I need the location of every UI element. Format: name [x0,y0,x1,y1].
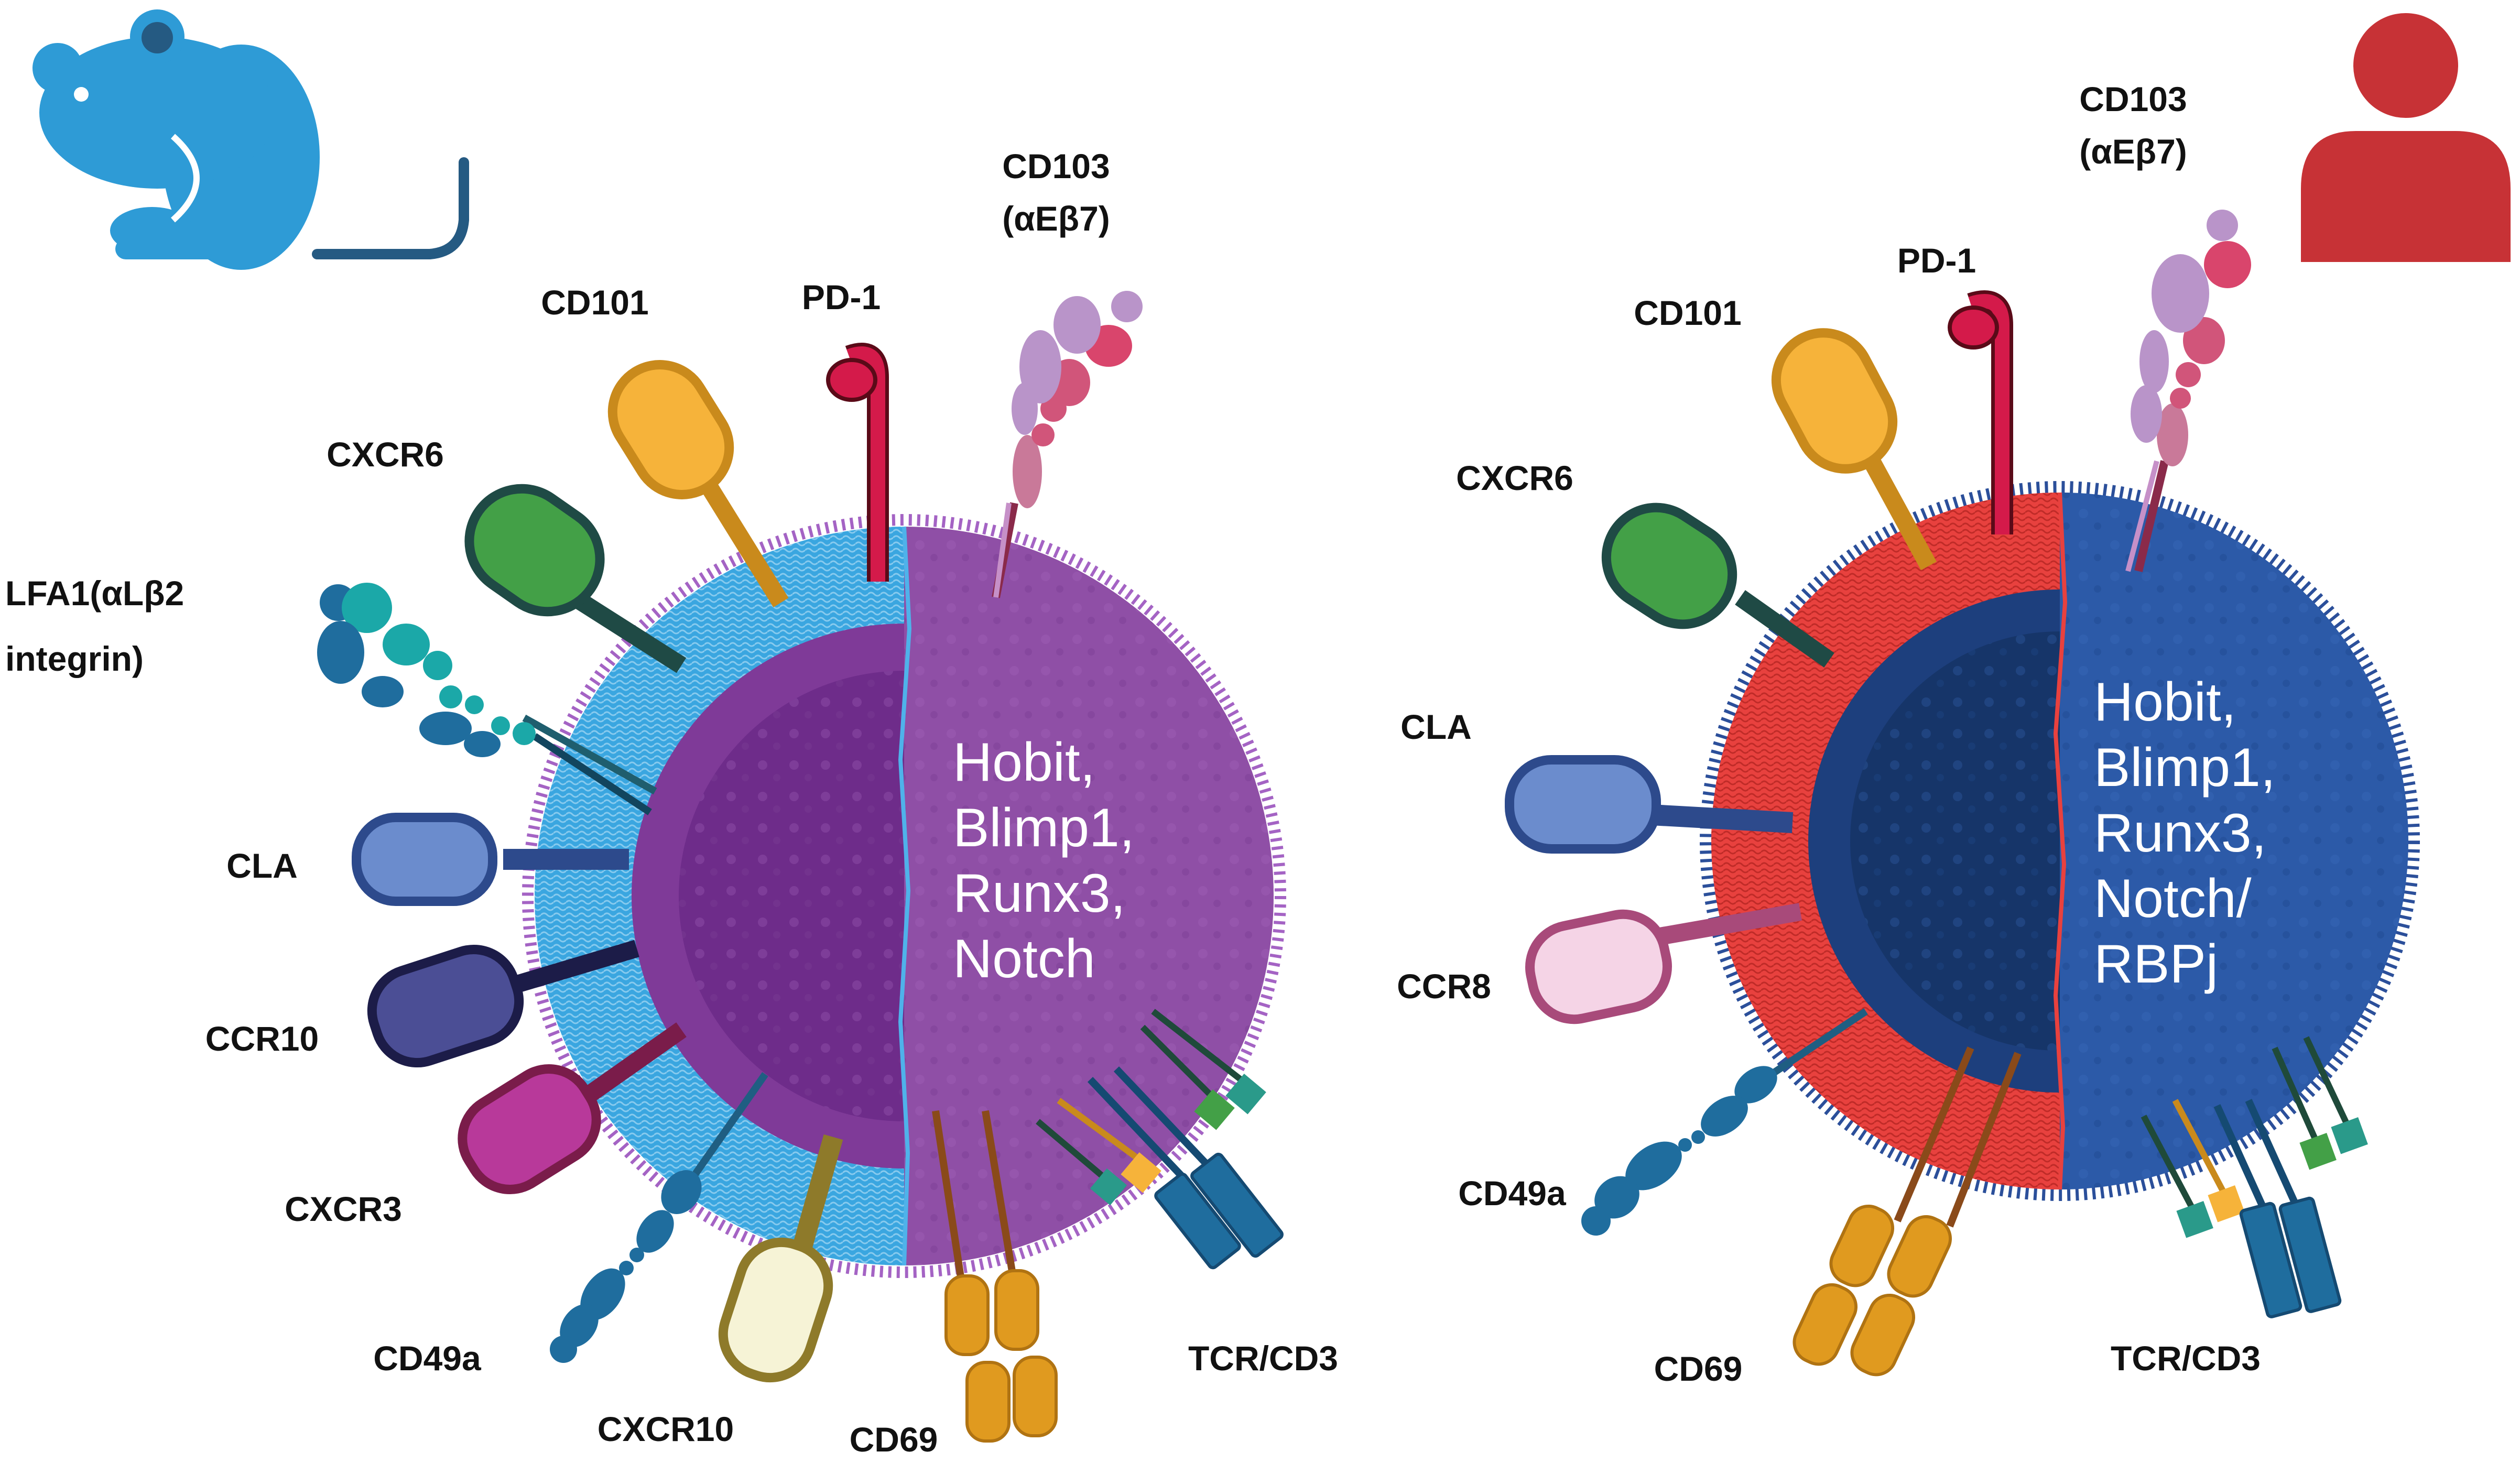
label-cxcr3-mouse: CXCR3 [285,1189,402,1228]
label-tcr-mouse: TCR/CD3 [1188,1339,1338,1378]
cd49a-receptor-mouse [550,1072,768,1363]
person-icon [2301,13,2511,262]
cd49a-receptor-human [1581,1008,1868,1236]
label-ccr10-mouse: CCR10 [205,1019,319,1058]
lfa1-receptor-mouse [317,583,657,815]
cxcr3-receptor-mouse [458,1022,687,1194]
mouse-icon [32,9,469,270]
pd1-receptor-mouse [826,343,889,582]
label-cxcr10-mouse: CXCR10 [598,1410,734,1448]
label-cd49a-human: CD49a [1458,1174,1567,1213]
label-cla-human: CLA [1400,707,1472,746]
ccr10-receptor-mouse [367,940,639,1068]
tcr-cd3-receptor-human [2141,1036,2368,1318]
mouse-tf-line: Blimp1, [953,798,1135,858]
label-ccr8-human: CCR8 [1397,967,1491,1006]
mouse-transcription-factors: Hobit, Blimp1, Runx3, Notch [953,732,1150,989]
label-tcr-human: TCR/CD3 [2111,1339,2261,1378]
human-cell [1700,481,2420,1201]
label-cd103-sub-mouse: (αEβ7) [1002,199,1110,238]
cd69-receptor-human [1793,1046,2022,1377]
cla-receptor-human [1505,755,1794,854]
label-cxcr6-human: CXCR6 [1456,458,1573,497]
label-cd49a-mouse: CD49a [373,1339,482,1378]
human-tf-line: RBPj [2094,934,2218,995]
label-cd103-sub-human: (αEβ7) [2079,132,2187,171]
human-tf-line: Notch/ [2094,868,2252,929]
cxcr6-receptor-human [1601,503,1834,668]
label-cd69-mouse: CD69 [850,1420,938,1459]
label-cd101-human: CD101 [1634,293,1741,332]
mouse-tf-line: Notch [953,929,1095,989]
human-transcription-factors: Hobit, Blimp1, Runx3, Notch/ RBPj [2094,672,2291,995]
mouse-tf-line: Hobit, [953,732,1095,793]
human-tf-line: Blimp1, [2094,737,2276,798]
label-cd103-mouse: CD103 [1002,147,1110,185]
cxcr6-receptor-mouse [464,484,687,673]
human-tf-line: Runx3, [2094,803,2267,864]
label-cd103-human: CD103 [2079,80,2187,118]
mouse-cell [522,514,1286,1278]
cd103-receptor-mouse [992,291,1143,598]
label-cd101-mouse: CD101 [541,283,648,322]
cd101-receptor-mouse [607,360,789,607]
pd1-receptor-human [1948,290,2013,534]
label-cd69-human: CD69 [1654,1349,1743,1388]
human-tf-line: Hobit, [2094,672,2236,733]
cxcr10-receptor-mouse [718,1134,843,1383]
cd101-receptor-human [1771,328,1937,571]
cd69-receptor-mouse [932,1110,1058,1443]
label-cxcr6-mouse: CXCR6 [327,435,444,474]
label-pd1-human: PD-1 [1897,241,1976,280]
cd103-receptor-human [2125,210,2251,572]
mouse-tf-line: Runx3, [953,863,1126,924]
ccr8-receptor-human [1525,903,1802,1024]
cla-receptor-mouse [352,813,629,906]
label-lfa1-mouse: LFA1(αLβ2 [5,574,184,613]
label-lfa1-sub-mouse: integrin) [5,639,144,678]
label-pd1-mouse: PD-1 [802,278,881,316]
label-cla-mouse: CLA [226,846,298,885]
tcr-cd3-receptor-mouse [1036,1009,1284,1270]
